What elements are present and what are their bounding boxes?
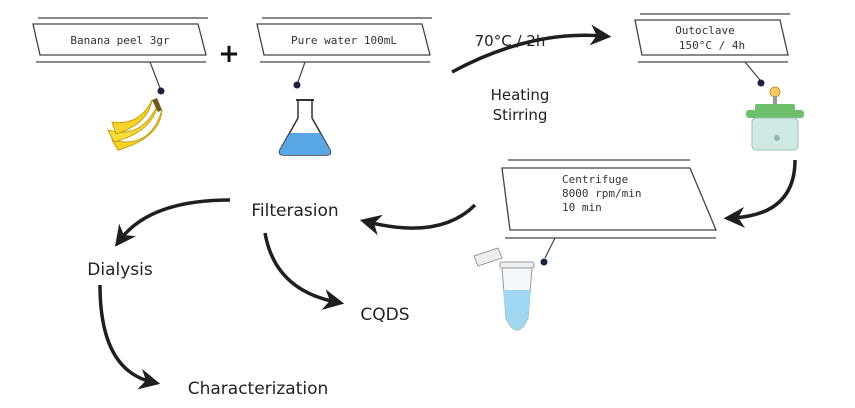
pure-water-callout: Pure water 100mL [256, 17, 432, 89]
pure-water-label: Pure water 100mL [291, 34, 397, 47]
characterization-label: Characterization [188, 379, 329, 399]
centrifuge-tube-icon [473, 247, 535, 331]
heating-condition: 70°C / 2h [475, 32, 546, 50]
stirring-label: Stirring [493, 106, 548, 124]
autoclave-callout: Outoclave 150°C / 4h [634, 13, 790, 87]
centrifuge-label-1: Centrifuge [562, 173, 628, 186]
heating-label: Heating [491, 86, 550, 104]
centrifuge-callout: Centrifuge 8000 rpm/min 10 min [501, 159, 717, 266]
flask-icon [278, 99, 332, 156]
centrifuge-label-2: 8000 rpm/min [562, 187, 641, 200]
plus-sign: + [218, 39, 240, 69]
filtration-label: Filterasion [251, 201, 338, 221]
autoclave-icon [746, 86, 804, 151]
centrifuge-label-3: 10 min [562, 201, 602, 214]
arrow-filtration-to-dialysis [114, 198, 231, 247]
arrow-autoclave-to-centrifuge [723, 159, 797, 228]
arrow-filtration-to-cqds [263, 232, 345, 310]
banana-peel-label: Banana peel 3gr [70, 34, 170, 47]
cqds-label: CQDS [360, 305, 409, 325]
banana-peel-callout: Banana peel 3gr [32, 17, 208, 95]
dialysis-label: Dialysis [87, 260, 153, 280]
autoclave-label-2: 150°C / 4h [679, 39, 745, 52]
arrow-centrifuge-to-filtration [359, 203, 477, 236]
heating-arrow [451, 24, 612, 74]
banana-icon [107, 98, 163, 151]
arrow-dialysis-to-characterization [98, 284, 161, 390]
autoclave-label-1: Outoclave [675, 24, 735, 37]
